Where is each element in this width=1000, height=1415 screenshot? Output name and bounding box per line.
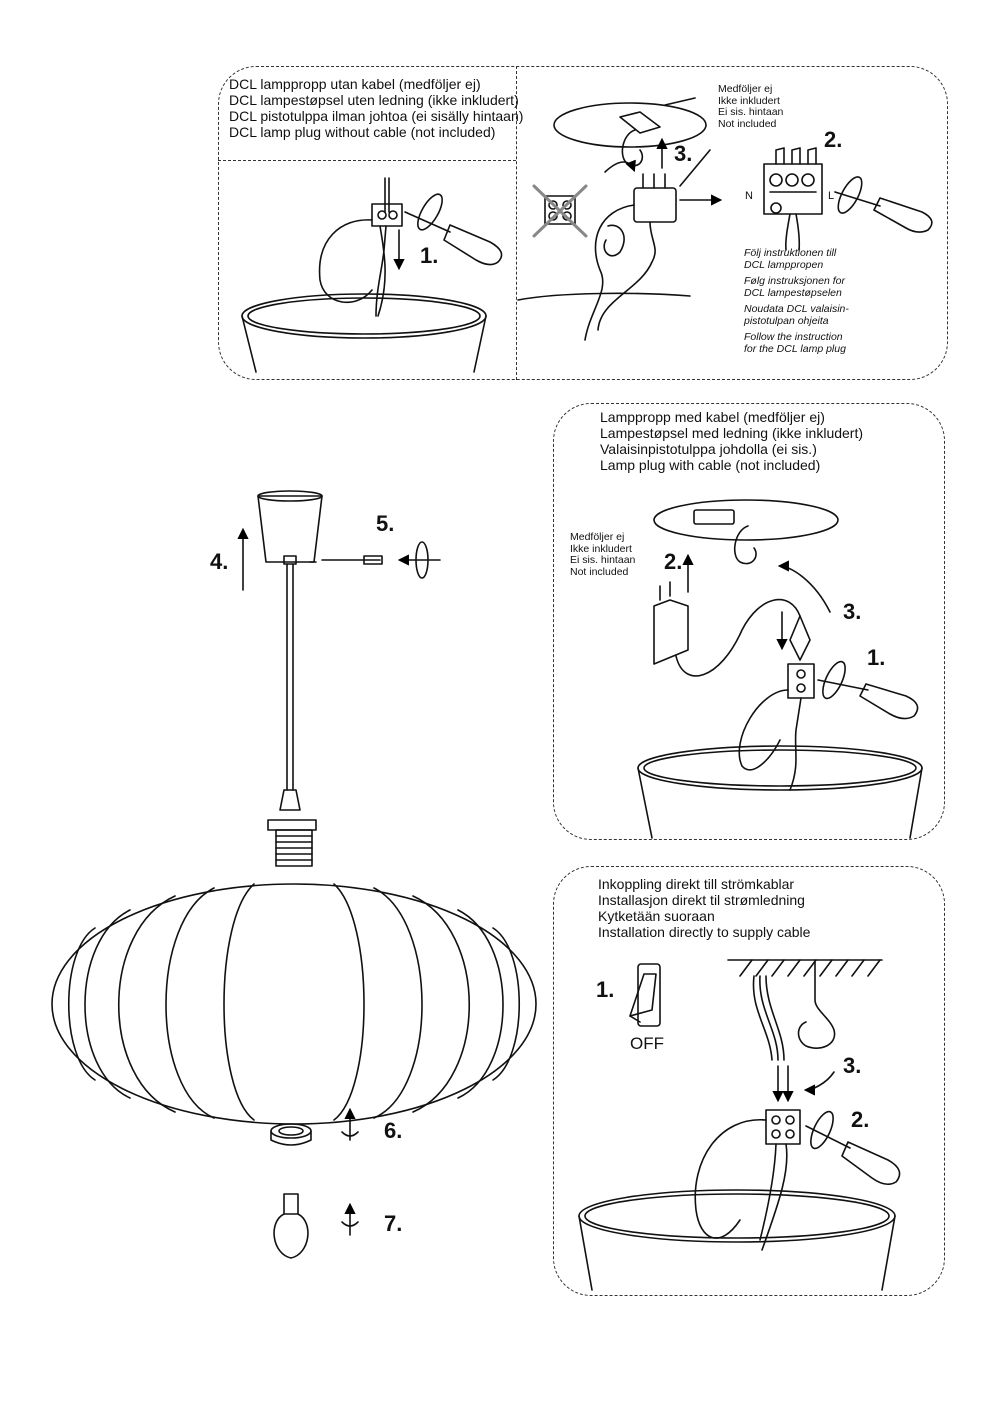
caption-line: Inkoppling direkt till strömkablar	[598, 876, 795, 892]
note-line: Ikke inkludert	[570, 542, 632, 555]
note-line: Medföljer ej	[570, 531, 625, 543]
wall-switch-icon	[629, 963, 661, 1027]
note-line: Ikke inkludert	[718, 94, 780, 107]
lamp-shade-globe	[51, 883, 537, 1125]
note-line: DCL lamppropen	[744, 258, 824, 271]
note-line: pistotulpan ohjeita	[744, 314, 829, 327]
caption-line: Kytketään suoraan	[598, 908, 715, 924]
crossed-out-terminal-icon	[532, 184, 588, 238]
ceiling-hatch	[727, 959, 883, 977]
terminal-block-c	[694, 1109, 901, 1251]
step-number: 4.	[210, 549, 229, 574]
note-line: Not included	[718, 117, 777, 130]
panel-dcl-no-cable	[218, 66, 948, 380]
follow-instructions-note: Följ instruktionen till DCL lamppropen F…	[744, 247, 849, 355]
dcl-plug-icon	[584, 149, 723, 341]
caption-line: Lamp plug with cable (not included)	[600, 457, 821, 473]
switch-off-label: OFF	[630, 1034, 664, 1053]
caption-line: Valaisinpistotulppa johdolla (ei sis.)	[600, 441, 817, 457]
step-number: 1.	[596, 977, 615, 1002]
caption-line: Installasjon direkt til strømledning	[598, 892, 805, 908]
terminal-block-b	[738, 660, 919, 791]
not-included-note: Medföljer ej Ikke inkludert Ei sis. hint…	[570, 531, 636, 578]
caption-line: DCL lampestøpsel uten ledning (ikke inkl…	[229, 92, 519, 108]
lamp-socket	[267, 819, 317, 867]
terminal-block-left	[318, 177, 405, 317]
note-line: Ei sis. hintaan	[718, 106, 784, 118]
note-line: Följ instruktionen till	[744, 247, 837, 259]
panel-divider-horizontal	[218, 160, 516, 161]
step-number: 1.	[420, 243, 439, 268]
ceiling-plate-dcl	[553, 97, 707, 169]
step-number: 7.	[384, 1211, 403, 1236]
not-included-note: Medföljer ej Ikke inkludert Ei sis. hint…	[718, 83, 784, 130]
shade-ring	[270, 1107, 359, 1146]
ceiling-plate-b	[653, 499, 839, 613]
caption-line: Lamppropp med kabel (medföljer ej)	[600, 409, 825, 425]
step-number: 3.	[843, 1053, 862, 1078]
note-line: for the DCL lamp plug	[744, 342, 846, 355]
caption-plug-with-cable: Lamppropp med kabel (medföljer ej) Lampe…	[600, 409, 863, 473]
wall-plug-icon	[653, 581, 811, 677]
step-number: 3.	[843, 599, 862, 624]
caption-line: DCL lamp plug without cable (not include…	[229, 124, 496, 140]
step-number: 2.	[851, 1107, 870, 1132]
note-line: Ei sis. hintaan	[570, 554, 636, 566]
panel-plug-with-cable	[553, 403, 945, 840]
caption-line: DCL lamppropp utan kabel (medföljer ej)	[229, 76, 481, 92]
terminal-label-l: L	[828, 190, 835, 202]
dcl-terminal-block	[763, 147, 933, 251]
note-line: Noudata DCL valaisin-	[744, 303, 849, 315]
note-line: Følg instruksjonen for	[744, 275, 845, 287]
pendant-cord	[279, 563, 301, 811]
terminal-label-n: N	[745, 190, 753, 202]
note-line: Medföljer ej	[718, 83, 773, 95]
step-number: 5.	[376, 511, 395, 536]
panel-direct-installation	[553, 866, 945, 1296]
panel-divider-vertical	[516, 66, 517, 380]
step-number: 2.	[824, 127, 843, 152]
step-number: 2.	[664, 549, 683, 574]
ceiling-canopy	[237, 490, 441, 591]
note-line: Not included	[570, 565, 629, 578]
note-line: Follow the instruction	[744, 331, 843, 343]
supply-wires	[752, 975, 794, 1103]
shade-rim-top-right	[517, 292, 691, 301]
caption-line: DCL pistotulppa ilman johtoa (ei sisälly…	[229, 108, 524, 124]
step-number: 1.	[867, 645, 886, 670]
caption-line: Installation directly to supply cable	[598, 924, 811, 940]
step-number: 6.	[384, 1118, 403, 1143]
step-number: 3.	[674, 141, 693, 166]
ceiling-hook-c	[797, 961, 836, 1096]
note-line: DCL lampestøpselen	[744, 286, 842, 299]
caption-direct-installation: Inkoppling direkt till strömkablar Insta…	[598, 876, 810, 940]
caption-line: Lampestøpsel med ledning (ikke inkludert…	[600, 425, 864, 441]
light-bulb-icon	[273, 1193, 359, 1259]
caption-dcl-no-cable: DCL lamppropp utan kabel (medföljer ej) …	[229, 76, 523, 140]
screwdriver-icon	[404, 193, 503, 266]
